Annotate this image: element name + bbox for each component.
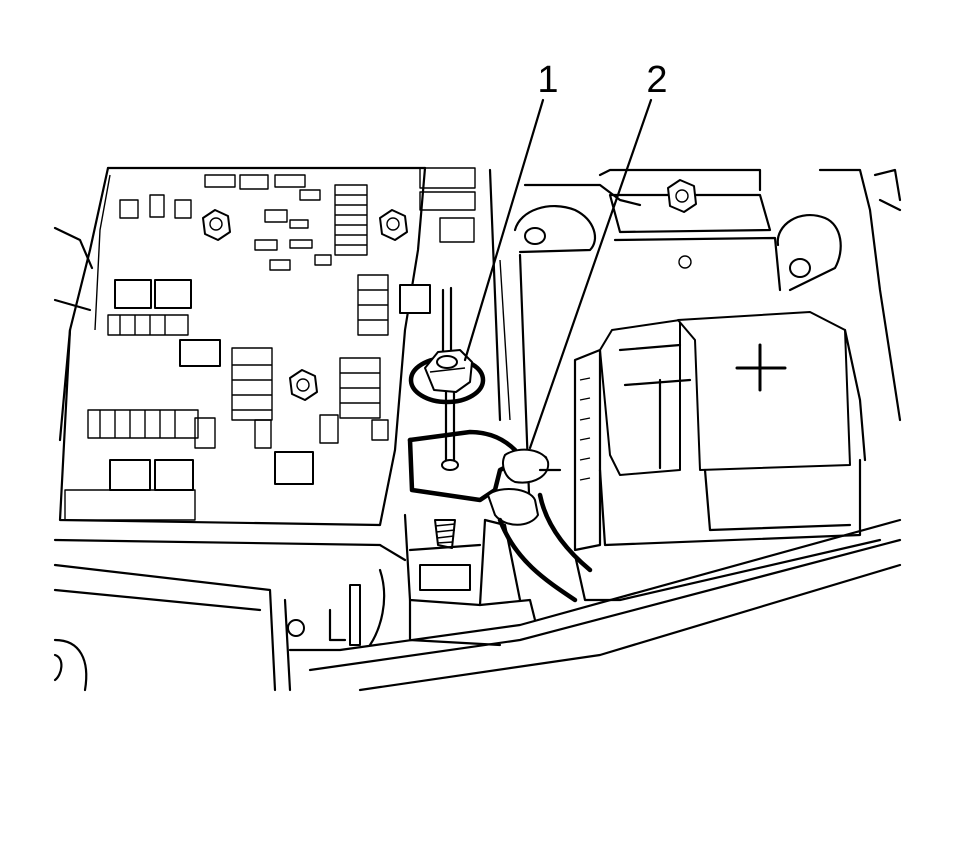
plus-icon	[735, 343, 787, 392]
battery-stud	[434, 286, 456, 549]
terminal-support	[368, 513, 537, 647]
nut-and-washer	[408, 349, 486, 405]
callout-2-label: 2	[646, 59, 667, 101]
battery	[573, 311, 882, 602]
front-panel	[53, 518, 902, 692]
callout-1: 1	[463, 59, 559, 362]
bolt-head-icon	[202, 209, 408, 401]
callout-1-label: 1	[537, 59, 558, 101]
fuse-block	[53, 166, 476, 527]
callout-2: 2	[528, 59, 668, 450]
positive-cable-terminal	[407, 429, 593, 603]
